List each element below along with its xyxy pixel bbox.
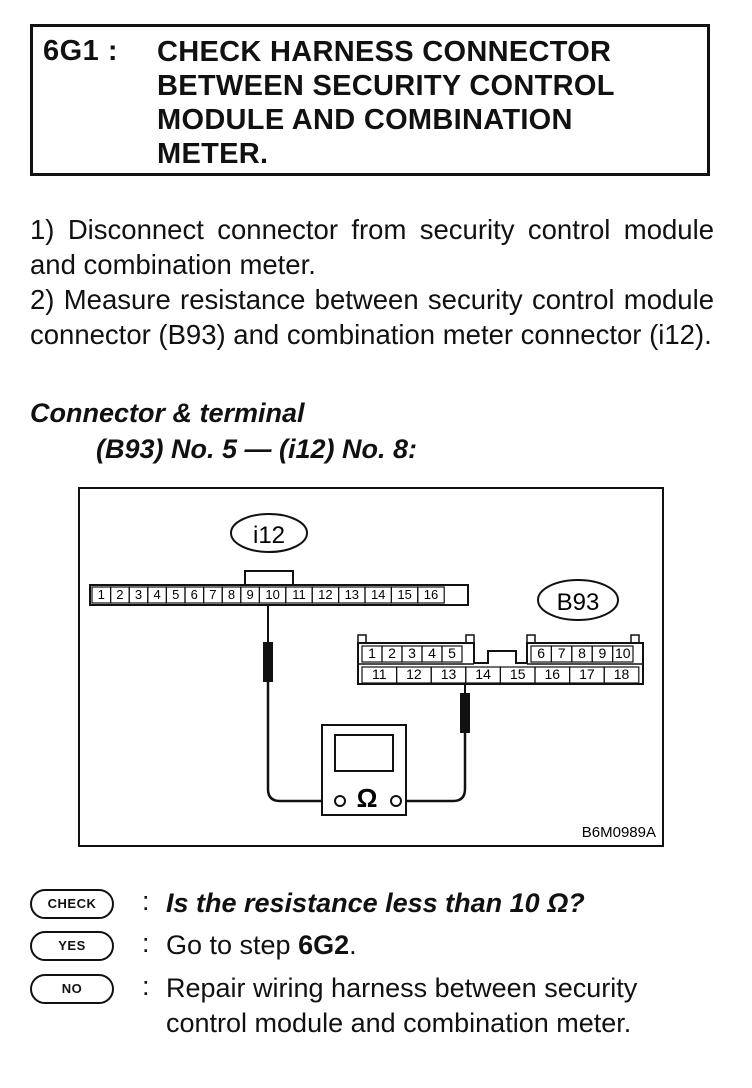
terminal-number: 1	[368, 645, 376, 661]
probe-i12	[263, 642, 273, 682]
legend-no: NO : Repair wiring harness between secur…	[30, 971, 720, 1047]
no-action-line: Repair wiring harness between security	[166, 973, 638, 1003]
step-title-line: BETWEEN SECURITY CONTROL	[157, 70, 615, 102]
terminal-number: 13	[345, 587, 359, 602]
ohmmeter: Ω	[321, 724, 407, 816]
terminal-number: 4	[153, 587, 160, 602]
step-title: CHECK HARNESS CONNECTOR BETWEEN SECURITY…	[157, 35, 697, 171]
terminal-number: 8	[228, 587, 235, 602]
no-badge: NO	[30, 974, 114, 1004]
terminal-number: 11	[292, 587, 306, 602]
yes-badge: YES	[30, 931, 114, 961]
terminal-number: 16	[545, 666, 561, 682]
terminal-number: 10	[265, 587, 279, 602]
terminal-number: 5	[448, 645, 456, 661]
yes-action-end: .	[349, 930, 357, 960]
terminal-cell	[611, 645, 634, 663]
step-title-line: METER.	[157, 138, 269, 170]
legend-check: CHECK : Is the resistance less than 10 Ω…	[30, 886, 720, 926]
step-code: 6G1 :	[43, 35, 119, 67]
terminal-cell	[603, 666, 640, 684]
terminal-number: 6	[191, 587, 198, 602]
legend-colon: :	[142, 971, 150, 1001]
check-badge: CHECK	[30, 889, 114, 919]
terminal-number: 13	[441, 666, 457, 682]
terminal-number: 9	[246, 587, 253, 602]
b93-label-text: B93	[557, 589, 600, 616]
yes-action: Go to step 6G2.	[166, 928, 726, 963]
terminal-number: 10	[615, 645, 631, 661]
terminal-number: 8	[578, 645, 586, 661]
figure-code: B6M0989A	[582, 824, 656, 841]
no-action-line: control module and combination meter.	[166, 1008, 632, 1038]
terminal-number: 16	[424, 587, 438, 602]
ohm-symbol: Ω	[357, 783, 378, 813]
terminal-number: 11	[372, 666, 387, 682]
terminal-number: 2	[388, 645, 396, 661]
terminal-number: 14	[475, 666, 491, 682]
terminal-number: 14	[371, 587, 385, 602]
terminal-number: 7	[209, 587, 216, 602]
terminal-number: 15	[510, 666, 526, 682]
terminal-number: 9	[599, 645, 607, 661]
terminal-number: 4	[428, 645, 436, 661]
terminal-number: 1	[98, 587, 105, 602]
terminal-cell	[441, 645, 463, 663]
check-question: Is the resistance less than 10 Ω?	[166, 888, 585, 918]
terminal-number: 2	[116, 587, 123, 602]
legend-colon: :	[142, 928, 150, 958]
probe-b93	[460, 693, 470, 733]
terminal-number: 6	[537, 645, 545, 661]
test-leads	[263, 605, 470, 803]
step-title-line: CHECK HARNESS CONNECTOR	[157, 36, 612, 68]
terminal-cell	[417, 586, 445, 604]
connector-heading: Connector & terminal	[30, 398, 305, 428]
terminal-number: 17	[579, 666, 595, 682]
step-title-line: MODULE AND COMBINATION	[157, 104, 573, 136]
terminal-number: 18	[614, 666, 630, 682]
no-action: Repair wiring harness between security c…	[166, 971, 726, 1041]
connector-spec: (B93) No. 5 — (i12) No. 8:	[96, 434, 418, 464]
terminal-number: 3	[408, 645, 416, 661]
terminal-number: 15	[397, 587, 411, 602]
i12-label: i12	[230, 513, 308, 553]
terminal-number: 12	[318, 587, 332, 602]
legend-yes: YES : Go to step 6G2.	[30, 928, 720, 968]
i12-label-text: i12	[253, 522, 285, 549]
yes-action-text: Go to step	[166, 930, 299, 960]
instructions: 1) Disconnect connector from security co…	[30, 212, 714, 352]
instruction-1: 1) Disconnect connector from security co…	[30, 214, 714, 280]
terminal-number: 12	[406, 666, 422, 682]
instruction-2: 2) Measure resistance between security c…	[30, 284, 714, 350]
terminal-number: 7	[558, 645, 566, 661]
legend-colon: :	[142, 886, 150, 916]
meter-terminal	[390, 795, 402, 807]
meter-terminal	[334, 795, 346, 807]
yes-step-ref: 6G2	[298, 930, 350, 960]
meter-display	[334, 734, 394, 772]
terminal-number: 3	[135, 587, 142, 602]
b93-label: B93	[537, 579, 619, 621]
step-header-box: 6G1 : CHECK HARNESS CONNECTOR BETWEEN SE…	[30, 24, 710, 176]
terminal-number: 5	[172, 587, 179, 602]
